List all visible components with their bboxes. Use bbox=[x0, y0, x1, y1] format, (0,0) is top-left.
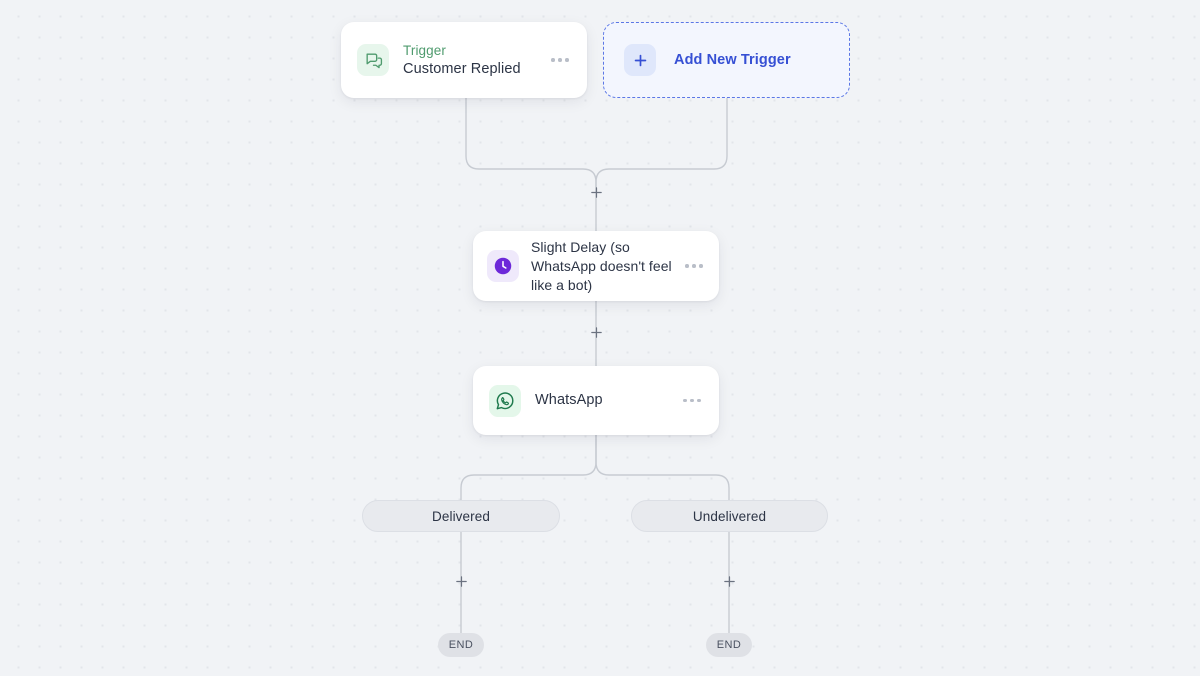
end-node-delivered: END bbox=[438, 633, 484, 657]
delay-node[interactable]: Slight Delay (so WhatsApp doesn't feel l… bbox=[473, 231, 719, 301]
plus-icon bbox=[624, 44, 656, 76]
trigger-more-options-icon[interactable] bbox=[549, 52, 571, 68]
add-step-after-trigger-icon[interactable] bbox=[587, 183, 605, 201]
end-node-label: END bbox=[716, 639, 742, 651]
whatsapp-node-text: WhatsApp bbox=[535, 391, 673, 410]
branch-delivered-label: Delivered bbox=[432, 508, 490, 524]
whatsapp-title: WhatsApp bbox=[535, 392, 603, 408]
branch-undelivered-label: Undelivered bbox=[692, 508, 767, 524]
add-step-after-delay-icon[interactable] bbox=[587, 323, 605, 341]
add-new-trigger-label: Add New Trigger bbox=[674, 52, 791, 68]
branch-undelivered[interactable]: Undelivered bbox=[631, 500, 828, 532]
delay-title: Slight Delay (so WhatsApp doesn't feel l… bbox=[531, 238, 672, 293]
branch-delivered[interactable]: Delivered bbox=[362, 500, 560, 532]
add-step-undelivered-icon[interactable] bbox=[720, 572, 738, 590]
whatsapp-more-options-icon[interactable] bbox=[681, 393, 703, 409]
delay-more-options-icon[interactable] bbox=[683, 258, 705, 274]
clock-icon bbox=[487, 250, 519, 282]
trigger-node[interactable]: Trigger Customer Replied bbox=[341, 22, 587, 98]
end-node-undelivered: END bbox=[706, 633, 752, 657]
add-step-delivered-icon[interactable] bbox=[452, 572, 470, 590]
trigger-title: Customer Replied bbox=[403, 60, 521, 77]
trigger-eyebrow: Trigger bbox=[403, 42, 446, 58]
chat-bubbles-icon bbox=[357, 44, 389, 76]
delay-node-text: Slight Delay (so WhatsApp doesn't feel l… bbox=[531, 238, 675, 295]
end-node-label: END bbox=[448, 639, 474, 651]
add-new-trigger-button[interactable]: Add New Trigger bbox=[603, 22, 850, 98]
whatsapp-icon bbox=[489, 384, 521, 417]
trigger-node-text: Trigger Customer Replied bbox=[403, 42, 541, 79]
whatsapp-node[interactable]: WhatsApp bbox=[473, 366, 719, 435]
